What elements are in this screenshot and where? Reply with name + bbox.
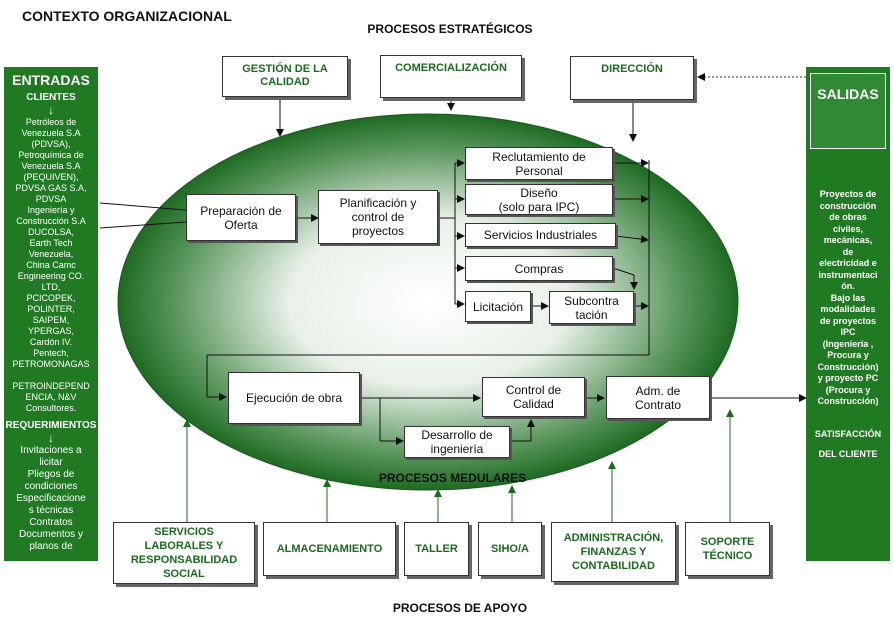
requerimiento-line: planos de <box>29 541 73 552</box>
salida-line: mecánicas, <box>823 235 873 245</box>
salidas-title: SALIDAS <box>817 86 879 102</box>
cliente-line <box>4 370 98 381</box>
salida-line: Construcción) <box>817 396 879 406</box>
control-calidad-box: Control de Calidad <box>482 377 585 417</box>
cliente-line: DUCOLSA, <box>27 227 74 237</box>
arrow-down-icon: ↓ <box>48 431 54 445</box>
cliente-line: PDVSA GAS S.A, <box>15 183 87 193</box>
estrategicos-title: PROCESOS ESTRATÉGICOS <box>367 22 533 36</box>
cliente-line: POLINTER, <box>27 304 75 314</box>
almacenamiento-box: ALMACENAMIENTO <box>263 522 396 576</box>
cliente-line: (PDVSA), <box>31 139 71 149</box>
satisfaccion-line: SATISFACCIÓN <box>814 428 882 439</box>
page-title: CONTEXTO ORGANIZACIONAL <box>22 8 232 24</box>
salida-line: civiles, <box>832 223 864 234</box>
satisfaccion-line: DEL CLIENTE <box>818 448 878 459</box>
planificacion-box: Planificación y control de proyectos <box>318 190 438 244</box>
ejecucion-obra-box: Ejecución de obra <box>228 372 360 424</box>
requerimiento-line: s técnicas <box>28 505 74 516</box>
salida-line: (Ingeniería , <box>822 338 874 349</box>
salida-line: modalidades <box>820 304 876 314</box>
taller-box: TALLER <box>404 522 469 576</box>
direccion-box: DIRECCIÓN <box>570 56 694 100</box>
administracion-box: ADMINISTRACIÓN, FINANZAS Y CONTABILIDAD <box>551 522 676 582</box>
subcontratacion-box: Subcontra tación <box>549 291 634 324</box>
requerimiento-line: Invitaciones a <box>20 445 82 456</box>
arrow-down-icon: ↓ <box>48 103 54 117</box>
cliente-line: Venezuela S.A <box>21 161 81 171</box>
requerimiento-line: condiciones <box>24 481 78 492</box>
comercializacion-box: COMERCIALIZACIÓN <box>380 55 522 98</box>
reclutamiento-box: Reclutamiento de Personal <box>465 147 613 180</box>
servicios-industriales-box: Servicios Industriales <box>465 223 616 247</box>
salida-line: de <box>842 246 854 257</box>
salida-line: de obras <box>829 212 867 222</box>
cliente-line: (PEQUIVEN), <box>23 172 79 182</box>
requerimiento-line: Documentos y <box>19 529 83 540</box>
cliente-line: Venezuela, <box>28 249 74 259</box>
adm-contrato-box: Adm. de Contrato <box>606 376 710 419</box>
cliente-line: ENCIA, N&V <box>25 392 77 402</box>
cliente-line: LTD, <box>41 282 61 292</box>
siho-box: SIHO/A <box>478 522 542 576</box>
apoyo-title: PROCESOS DE APOYO <box>392 601 528 615</box>
requerimientos-title: REQUERIMIENTOS <box>5 420 97 431</box>
medulares-title: PROCESOS MEDULARES <box>378 471 527 485</box>
salida-line: Proyectos de <box>819 189 877 199</box>
cliente-line: Petróleos de <box>25 117 77 127</box>
cliente-line: PCICOPEK, <box>26 293 76 303</box>
entradas-title: ENTRADAS <box>12 72 90 88</box>
salida-line: construcción <box>819 200 877 211</box>
cliente-line: Earth Tech <box>29 238 73 248</box>
salida-line: IPC <box>840 327 856 337</box>
cliente-line: SAIPEM, <box>32 315 70 325</box>
requerimiento-line: Especificacione <box>16 493 86 504</box>
cliente-line: Venezuela S.A <box>21 128 81 138</box>
salida-line: ón. <box>841 281 855 291</box>
licitacion-box: Licitación <box>465 291 531 322</box>
cliente-line: YPERGAS, <box>27 326 74 336</box>
cliente-line: PDVSA <box>35 194 67 204</box>
diseno-box: Diseño (solo para IPC) <box>465 184 613 215</box>
cliente-line: PETROINDEPEND <box>12 381 90 391</box>
cliente-line: PETROMONAGAS <box>12 359 90 369</box>
salida-line: de proyectos <box>819 315 877 326</box>
cliente-line: Petroquímica de <box>18 150 84 160</box>
satisfaccion-text: SATISFACCIÓN DEL CLIENTE <box>806 424 890 464</box>
salida-line: Procura y <box>827 350 869 360</box>
cliente-line: China Camc <box>26 260 76 270</box>
cliente-line: Ingeniería y <box>27 205 75 215</box>
salida-line: y proyecto PC <box>817 373 879 383</box>
salida-line: electricidad e <box>819 258 877 268</box>
preparacion-oferta-box: Preparación de Oferta <box>186 194 296 241</box>
cliente-line: Engineering CO. <box>17 271 85 281</box>
salida-line: Bajo las <box>830 292 866 303</box>
cliente-line: Construcción S.A <box>16 216 86 226</box>
salida-line: (Procura y <box>825 384 871 395</box>
salida-line: instrumentaci <box>818 269 878 280</box>
salida-line: Construcción) <box>817 361 879 372</box>
requerimiento-line: Pliegos de <box>27 469 75 480</box>
cliente-line: Pentech, <box>33 348 69 358</box>
requerimiento-line: licitar <box>39 457 63 468</box>
desarrollo-ingenieria-box: Desarrollo de ingeniería <box>404 426 510 458</box>
gestion-calidad-box: GESTIÓN DE LA CALIDAD <box>222 56 348 97</box>
salidas-header: SALIDAS <box>810 73 886 149</box>
soporte-tecnico-box: SOPORTE TÉCNICO <box>685 522 770 576</box>
servicios-laborales-box: SERVICIOS LABORALES Y RESPONSABILIDAD SO… <box>113 522 255 584</box>
requerimiento-line: Contratos <box>29 517 73 528</box>
cliente-line: Cardón IV. <box>29 337 73 347</box>
clientes-title: CLIENTES <box>26 92 76 103</box>
compras-box: Compras <box>465 256 613 281</box>
cliente-line: Consultores. <box>25 403 77 413</box>
